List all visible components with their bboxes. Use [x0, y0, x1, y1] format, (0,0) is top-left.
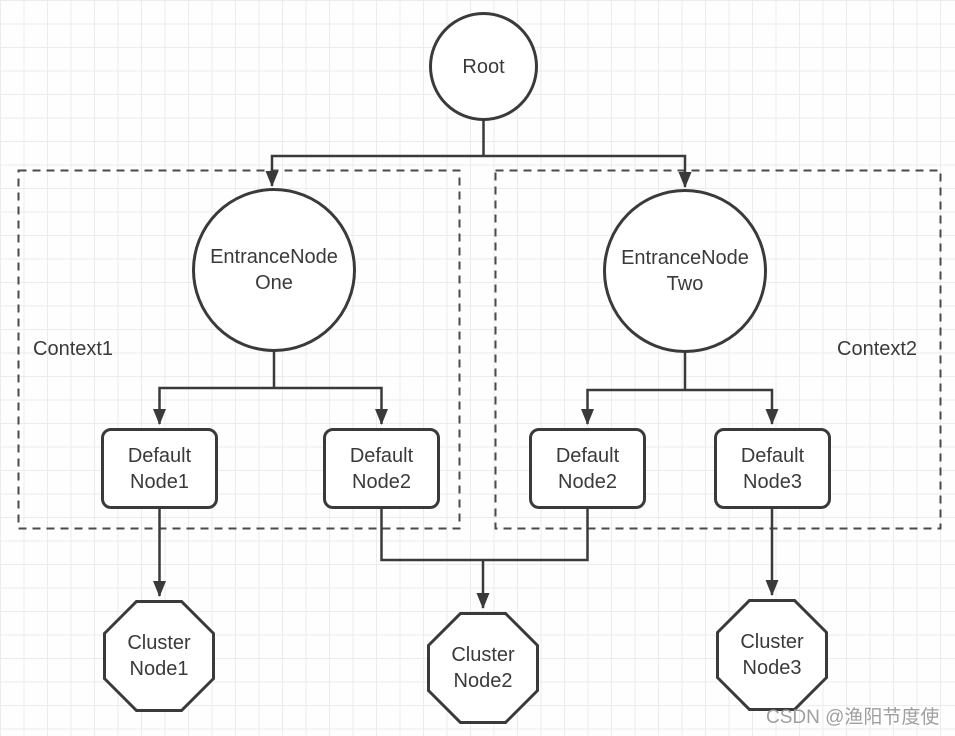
default-node3-label: Default Node3	[740, 444, 805, 493]
entrance-node-two-label: EntranceNode Two	[621, 247, 749, 295]
edge-default2l-merge	[380, 509, 483, 562]
default-node1-label: Default Node1	[127, 444, 192, 493]
cluster-node3-label: Cluster Node3	[740, 631, 804, 679]
cluster-node2: Cluster Node2	[427, 612, 539, 724]
edge-default2r-merge	[483, 509, 589, 562]
default-node2-context1-label: Default Node2	[349, 444, 414, 493]
context2-label: Context2	[837, 338, 918, 360]
default-node2-context1: Default Node2	[323, 428, 440, 509]
edge-entrance1-to-default1	[153, 386, 274, 425]
entrance-node-two: EntranceNode Two	[603, 189, 767, 353]
cluster-node2-body: Cluster Node2	[430, 615, 536, 721]
edge-root-to-entrance2	[483, 154, 692, 188]
cluster-node3-body: Cluster Node3	[719, 602, 825, 708]
edge-entrance2-to-default2	[581, 388, 685, 425]
csdn-watermark: CSDN @渔阳节度使	[766, 707, 940, 728]
entrance-node-one-label: EntranceNode One	[210, 246, 338, 294]
context1-box	[17, 169, 461, 530]
entrance-node-one: EntranceNode One	[192, 188, 356, 352]
default-node2-context2: Default Node2	[529, 428, 646, 509]
root-node: Root	[429, 12, 538, 121]
edge-entrance2-to-default3	[685, 388, 779, 425]
default-node2-context2-label: Default Node2	[555, 444, 620, 493]
cluster-node1-body: Cluster Node1	[106, 603, 212, 709]
cluster-node1: Cluster Node1	[103, 600, 215, 712]
default-node3: Default Node3	[714, 428, 831, 509]
root-node-label: Root	[462, 55, 505, 78]
cluster-node2-label: Cluster Node2	[451, 644, 515, 692]
cluster-node3: Cluster Node3	[716, 599, 828, 711]
cluster-node1-label: Cluster Node1	[127, 632, 191, 680]
edge-root-to-entrance1	[265, 154, 484, 187]
edge-entrance1-to-default2	[274, 386, 388, 425]
context1-label: Context1	[33, 338, 114, 360]
context2-box	[494, 169, 942, 530]
default-node1: Default Node1	[101, 428, 218, 509]
